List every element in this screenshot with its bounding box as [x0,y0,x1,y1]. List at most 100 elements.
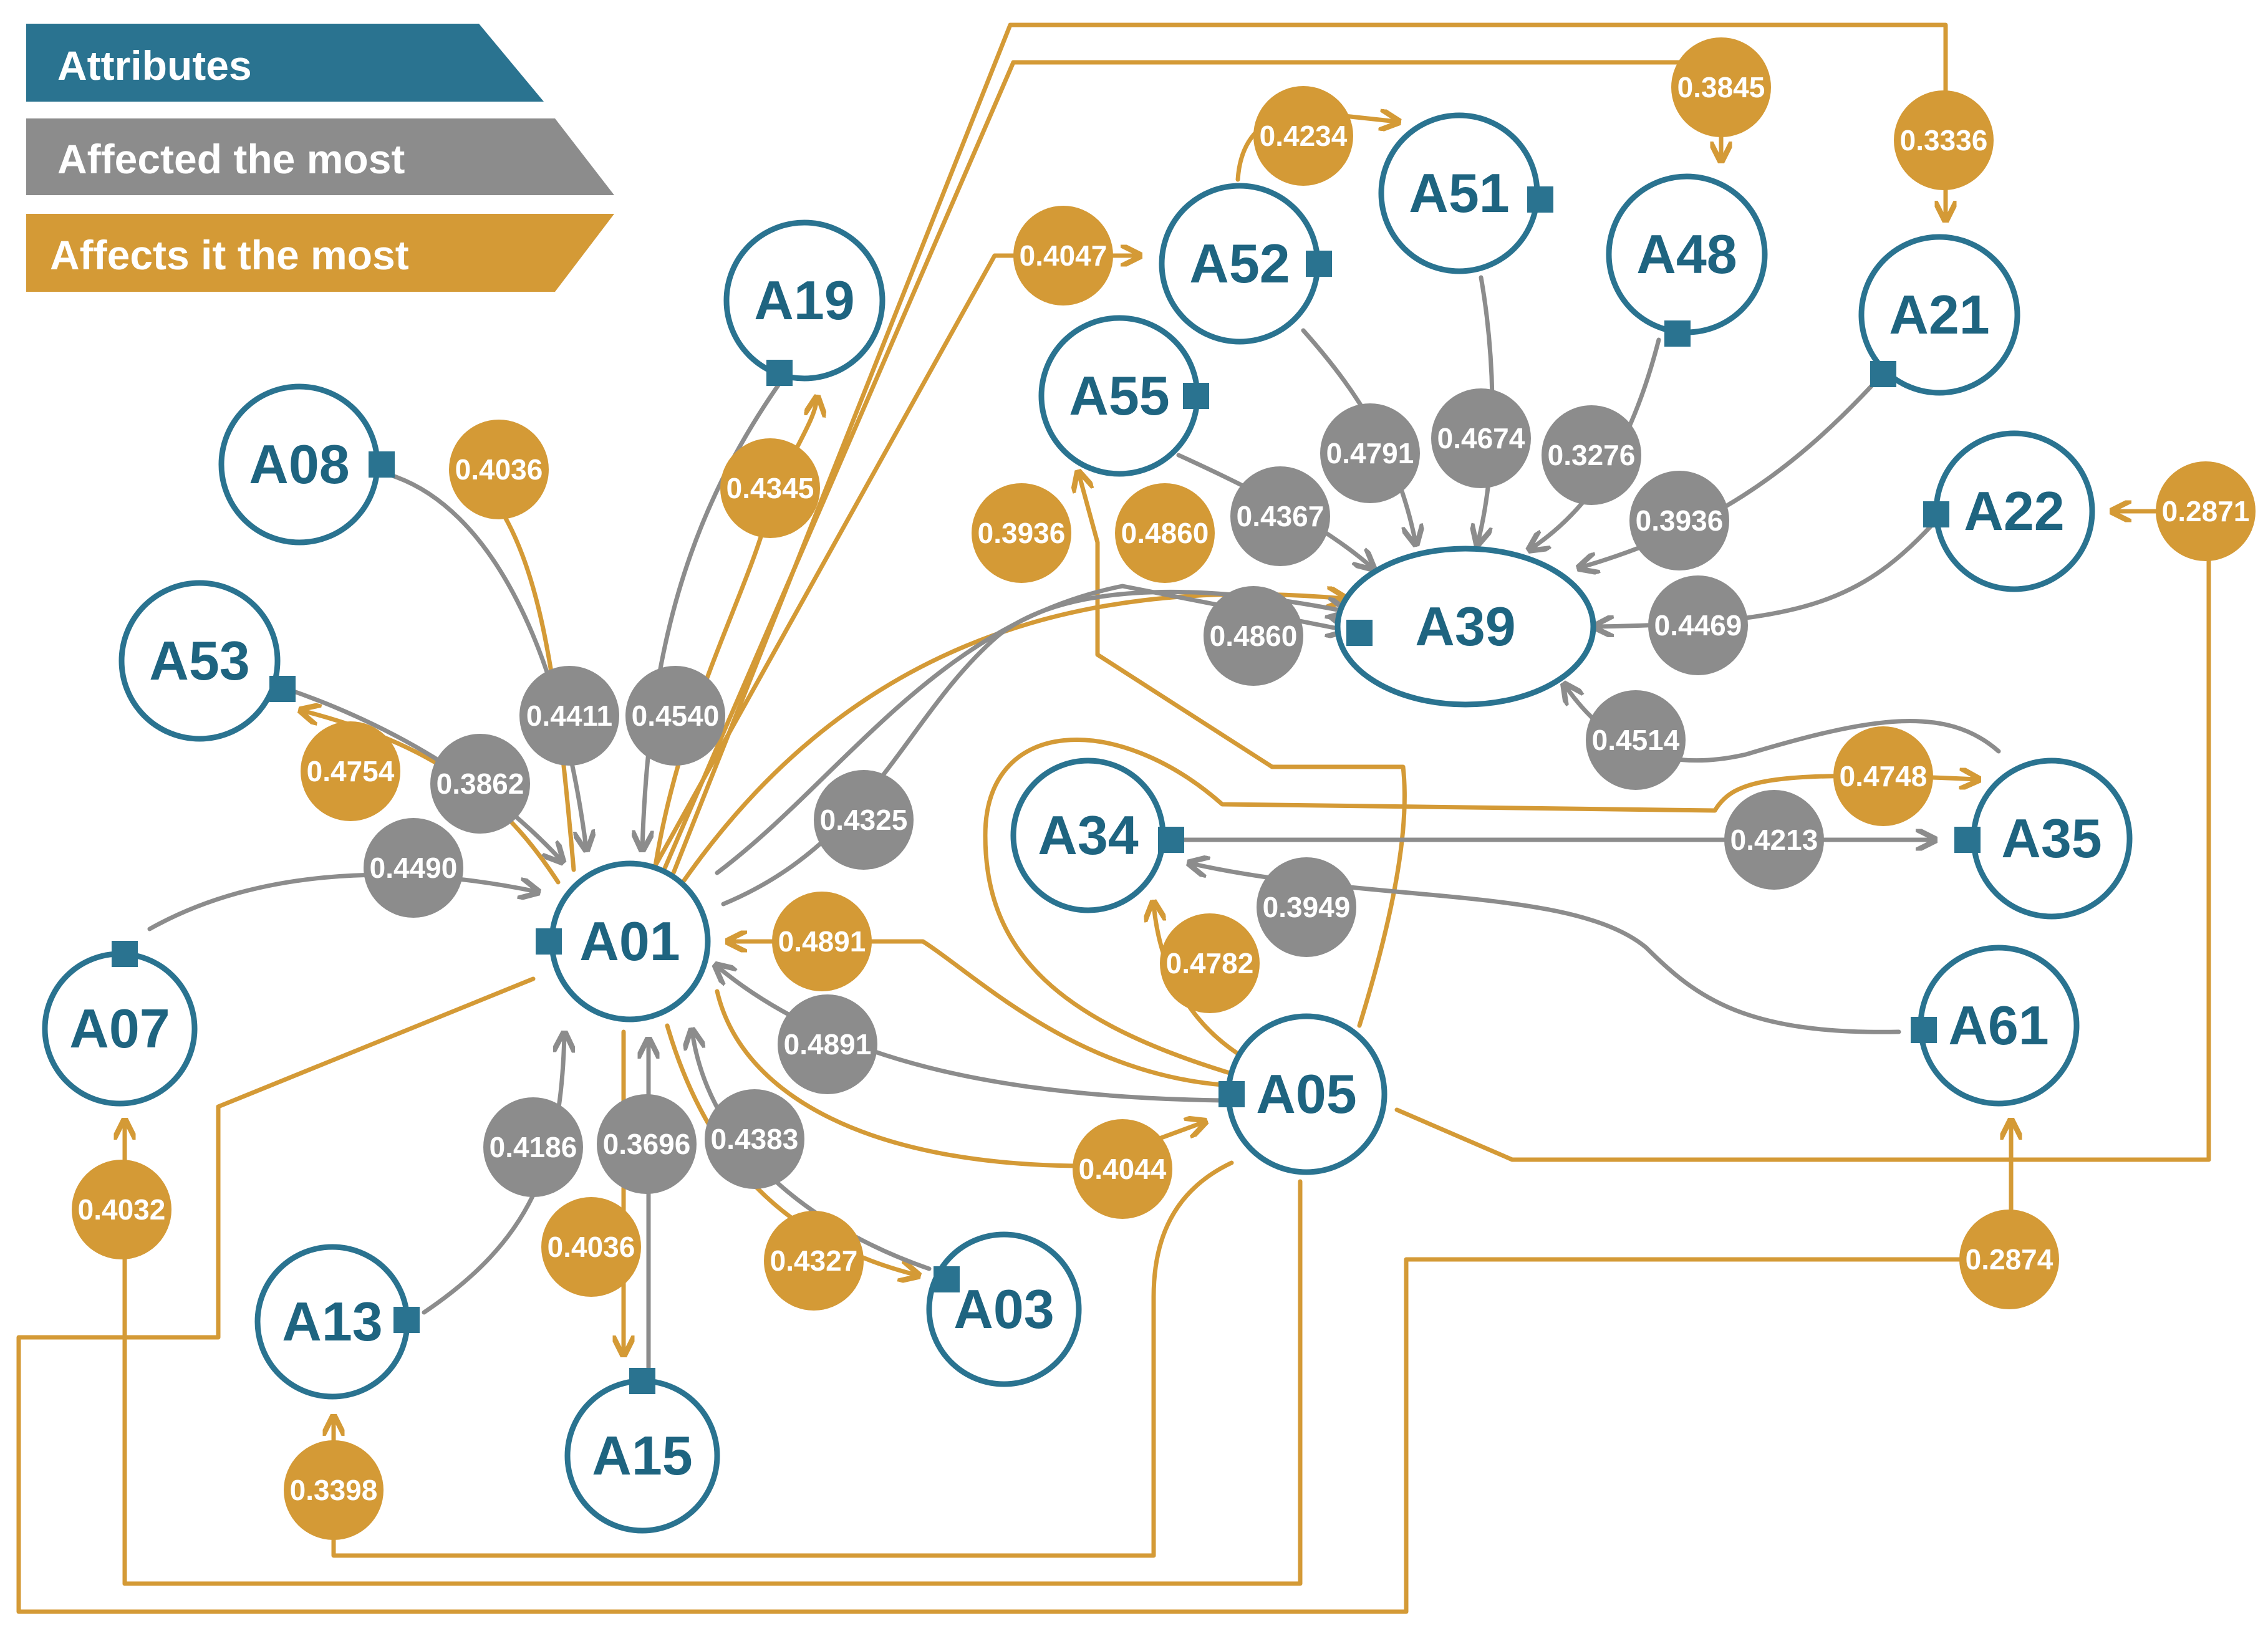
weight-badge-circle [1629,471,1729,570]
gray-weight-badge-1: 0.4540 [625,666,725,766]
node-label: A03 [953,1278,1054,1340]
node-port [1346,620,1373,646]
weight-label: 0.4032 [78,1193,166,1226]
weight-label: 0.4891 [784,1028,872,1061]
orange-weight-badge-9: 0.4047 [1013,206,1113,306]
weight-badge-circle [1586,690,1686,790]
weight-badge-circle [483,1097,583,1197]
node-a01[interactable]: A01 [536,860,711,1022]
node-a34[interactable]: A34 [1010,758,1184,913]
gray-weight-badge-8: 0.4325 [814,770,914,870]
legend-attributes-label: Attributes [57,42,252,89]
edge-a01-a05-orange [715,989,1204,1168]
weight-label: 0.3696 [603,1128,691,1160]
node-a15[interactable]: A15 [564,1368,720,1534]
weight-badge-circle [1073,1119,1172,1219]
weight-label: 0.4791 [1326,437,1414,469]
weight-badge-circle [364,818,463,918]
node-a55[interactable]: A55 [1038,315,1209,477]
gray-weight-badge-4: 0.4186 [483,1097,583,1197]
weight-label: 0.4469 [1654,609,1742,642]
weight-label: 0.4411 [526,700,612,732]
weight-badge-circle [778,994,877,1094]
node-a08[interactable]: A08 [218,383,395,546]
weight-label: 0.4234 [1260,120,1348,152]
node-port [1183,383,1209,409]
node-port [1158,827,1184,853]
gray-weight-badge-7: 0.4891 [778,994,877,1094]
node-a48[interactable]: A48 [1606,173,1768,347]
weight-label: 0.4327 [770,1244,858,1277]
weight-label: 0.2874 [1966,1243,2053,1276]
weight-label: 0.3949 [1263,891,1351,923]
legend: Attributes Affected the most Affects it … [26,24,614,292]
node-port [1870,361,1896,387]
node-a61[interactable]: A61 [1911,945,2080,1107]
orange-weight-badge-13: 0.3936 [972,483,1071,583]
edge-a19-a01 [642,381,782,848]
legend-affects: Affects it the most [26,214,614,292]
weight-badge-circle [1230,466,1330,566]
node-circle [926,1231,1082,1387]
node-a53[interactable]: A53 [118,580,296,742]
node-a35[interactable]: A35 [1954,758,2133,920]
node-a03[interactable]: A03 [926,1231,1082,1387]
weight-badge-circle [814,770,914,870]
weight-label: 0.3862 [437,767,524,800]
gray-weight-badge-12: 0.4674 [1431,388,1531,488]
node-a22[interactable]: A22 [1923,430,2095,592]
gray-weight-badge-10: 0.4367 [1230,466,1330,566]
node-port [934,1266,960,1292]
weight-badge-circle [301,721,400,821]
weight-label: 0.4036 [455,453,543,486]
gray-weight-badge-0: 0.4411 [519,666,619,766]
weight-label: 0.4748 [1840,760,1928,792]
orange-weight-badge-0: 0.4036 [449,420,549,519]
weight-badge-circle [2156,461,2256,561]
weight-badge-circle [1833,726,1933,826]
node-circle [1334,546,1596,708]
gray-weight-badge-13: 0.3276 [1542,405,1641,505]
weight-label: 0.4540 [632,700,720,732]
node-port [393,1307,420,1333]
weight-badge-circle [541,1197,641,1297]
weight-badge-circle [1160,913,1260,1013]
node-label: A52 [1189,233,1290,294]
node-a52[interactable]: A52 [1159,183,1332,345]
orange-weight-badge-17: 0.2871 [2156,461,2256,561]
orange-weight-badge-10: 0.4234 [1253,86,1353,186]
weight-badge-circle [1542,405,1641,505]
node-port [1527,186,1553,213]
edge-a05-a13 [334,1160,1234,1558]
node-a05[interactable]: A05 [1218,1013,1387,1175]
node-a39[interactable]: A39 [1334,546,1596,708]
node-a07[interactable]: A07 [42,941,198,1107]
weight-label: 0.4044 [1079,1153,1167,1185]
edge-a21-a39 [1581,381,1876,567]
node-label: A51 [1409,162,1509,224]
edge-a08-a01 [384,471,586,848]
node-port [1923,501,1949,527]
node-a21[interactable]: A21 [1858,234,2020,396]
node-port [1664,320,1691,347]
gray-weight-badge-17: 0.4213 [1724,790,1824,890]
weight-label: 0.4213 [1730,824,1818,856]
edge-a05-a55 [1079,474,1407,1028]
gray-weight-badge-11: 0.4791 [1320,403,1420,503]
node-a19[interactable]: A19 [723,219,885,386]
orange-weight-badge-16: 0.4748 [1833,726,1933,826]
weight-label: 0.4367 [1237,500,1325,532]
node-label: A53 [149,630,249,691]
weight-badge-circle [284,1440,384,1540]
node-a13[interactable]: A13 [254,1244,420,1400]
weight-badge-circle [430,734,530,834]
edge-a07-a01 [147,872,536,931]
weight-badge-circle [1013,206,1113,306]
gray-weight-badge-14: 0.3936 [1629,471,1729,570]
node-a51[interactable]: A51 [1378,112,1553,274]
weight-label: 0.4860 [1121,517,1209,549]
orange-weight-badge-18: 0.2874 [1959,1210,2059,1309]
orange-weight-badge-11: 0.3845 [1671,37,1771,137]
